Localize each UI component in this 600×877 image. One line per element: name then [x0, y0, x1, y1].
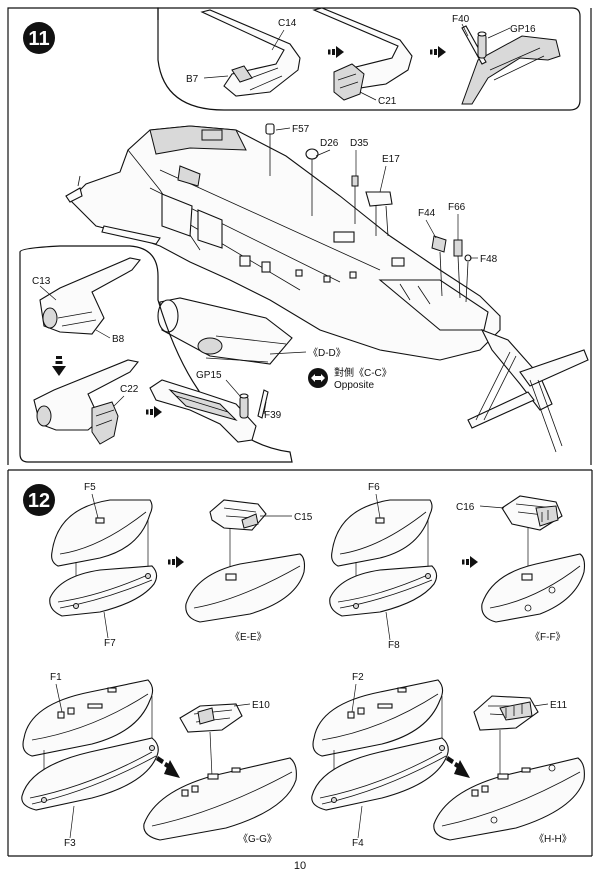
label-f39: F39 [264, 410, 282, 421]
assembly-arrow-icon [168, 556, 184, 568]
label-f66: F66 [448, 202, 466, 213]
label-e11: E11 [550, 700, 567, 711]
assembly-arrow-icon [146, 406, 162, 418]
label-c13: C13 [32, 276, 51, 287]
label-f4: F4 [352, 838, 364, 849]
tank-lower-half-f7 [49, 565, 158, 617]
step-12-panel: 12 [7, 470, 593, 857]
label-c14: C14 [278, 18, 297, 29]
tank-assembled-g [143, 757, 297, 841]
tank-upper-half-f2 [312, 679, 444, 757]
pylon-e11 [473, 695, 539, 731]
label-dd: 《D-D》 [308, 347, 346, 359]
door-panel-c13 [39, 257, 141, 335]
door-panel-assembled [461, 25, 561, 105]
label-f1: F1 [50, 672, 62, 683]
tank-assembled-e [185, 553, 306, 623]
tank-lower-half-f8 [329, 565, 438, 617]
tank-group-e: F5 F7 C15 《E-E》 [49, 482, 313, 649]
step-11-badge: 11 [23, 22, 55, 54]
label-d35: D35 [350, 138, 369, 149]
door-panel-c21 [312, 7, 413, 101]
label-gp15: GP15 [196, 370, 222, 381]
tank-upper-half-f1 [22, 679, 154, 757]
label-ee: 《E-E》 [230, 631, 267, 643]
tank-assembled-f [481, 553, 586, 623]
tank-lower-half-f4 [311, 737, 449, 811]
assembly-arrow-icon [156, 756, 180, 778]
label-f6: F6 [368, 482, 380, 493]
tank-upper-half-f5 [51, 499, 153, 567]
step-11-panel: 11 [7, 7, 592, 465]
detail-bubble-left: C13 B8 C22 GP15 F39 [19, 245, 293, 463]
tank-assembled-h [433, 757, 585, 841]
label-f8: F8 [388, 640, 400, 651]
label-e10: E10 [252, 700, 270, 711]
assembly-arrow-icon [52, 356, 66, 376]
label-b7: B7 [186, 74, 199, 85]
door-panel-assembled-left [149, 379, 269, 443]
opposite-label-en: Opposite [334, 380, 374, 391]
tank-group-h: F2 F4 E11 《H-H》 [311, 672, 585, 849]
label-c22: C22 [120, 384, 139, 395]
step-11-number: 11 [28, 28, 49, 50]
label-e17: E17 [382, 154, 400, 165]
detail-bubble-top: C14 B7 C21 F40 GP16 [157, 7, 581, 111]
label-f5: F5 [84, 482, 96, 493]
assembly-arrow-icon [462, 556, 478, 568]
opposite-side-indicator: 對側《C-C》 Opposite [308, 366, 392, 391]
tank-group-g: F1 F3 E10 《G-G》 [21, 672, 297, 849]
assembly-arrow-icon [328, 46, 344, 58]
page-number: 10 [293, 860, 307, 872]
label-f3: F3 [64, 838, 76, 849]
label-f2: F2 [352, 672, 364, 683]
label-f40: F40 [452, 14, 470, 25]
label-c21: C21 [378, 96, 397, 107]
label-f48: F48 [480, 254, 498, 265]
label-c15: C15 [294, 512, 313, 523]
pylon-c16 [501, 495, 563, 531]
assembly-arrow-icon [430, 46, 446, 58]
door-panel-c22 [33, 359, 139, 445]
assembly-arrow-icon [446, 756, 470, 778]
label-gp16: GP16 [510, 24, 536, 35]
step-12-badge: 12 [23, 484, 55, 516]
label-hh: 《H-H》 [534, 833, 572, 845]
label-f44: F44 [418, 208, 436, 219]
opposite-label-cn: 對側《C-C》 [334, 366, 392, 379]
label-b8: B8 [112, 334, 125, 345]
tank-upper-half-f6 [331, 499, 433, 567]
pylon-c15 [209, 499, 267, 531]
label-gg: 《G-G》 [238, 833, 277, 845]
label-f57: F57 [292, 124, 310, 135]
door-panel-c14 [200, 9, 301, 97]
label-f7: F7 [104, 638, 116, 649]
label-ff: 《F-F》 [530, 631, 566, 643]
label-d26: D26 [320, 138, 339, 149]
label-c16: C16 [456, 502, 475, 513]
helicopter-fuselage [65, 123, 589, 453]
pylon-e10 [179, 703, 243, 733]
tank-group-f: F6 F8 C16 《F-F》 [329, 482, 586, 651]
tank-lower-half-f3 [21, 737, 159, 811]
step-12-number: 12 [28, 490, 50, 512]
